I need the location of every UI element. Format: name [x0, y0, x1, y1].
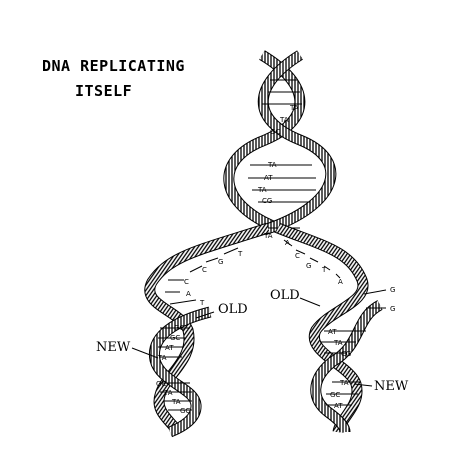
base-label: G [306, 262, 311, 270]
title-line-1: DNA REPLICATING [42, 57, 185, 75]
base-pair-label: AT [264, 174, 273, 182]
base-label: T [199, 299, 205, 307]
title-line-2: ITSELF [75, 82, 133, 100]
base-pair-label: TA [171, 398, 181, 406]
base-label: C [202, 266, 207, 274]
base-label: G [390, 305, 395, 313]
base-pair-label: CG [262, 197, 272, 205]
label-old-left: OLD [218, 302, 248, 317]
left-fork-rungs [165, 247, 239, 305]
base-pair-label: TA [157, 354, 167, 362]
base-pair-label: TA [163, 389, 173, 397]
base-pair-label: TA [263, 232, 273, 240]
parent-base-pair-labels: TA TA GC TA AT TA CG TA [257, 104, 299, 240]
base-pair-label: AT [165, 344, 174, 352]
label-old-right: OLD [270, 288, 300, 303]
base-pair-label: GC [270, 128, 280, 136]
base-pair-label: TA [279, 116, 289, 124]
base-pair-label: TA [267, 161, 277, 169]
base-pair-label: GC [156, 380, 166, 388]
left-daughter-helix [144, 222, 270, 438]
base-pair-label: TA [339, 379, 349, 387]
base-pair-label: TA [333, 339, 343, 347]
label-new-right: NEW [374, 379, 409, 394]
base-label: C [184, 278, 189, 286]
base-pair-label: GC [180, 407, 190, 415]
left-daughter-base-pair-labels: GC GC AT TA GC TA TA GC [156, 324, 190, 415]
left-fork-base-labels: G T C C A T [184, 250, 243, 307]
parent-helix [223, 50, 337, 236]
base-label: T [237, 250, 243, 258]
callout-leaders [131, 297, 373, 387]
right-fork-rungs [283, 239, 387, 309]
parent-rungs [248, 79, 316, 229]
right-daughter-helix [275, 222, 387, 434]
right-daughter-rungs [320, 330, 366, 406]
base-pair-label: GC [174, 324, 184, 332]
base-label: A [285, 239, 290, 247]
right-daughter-base-pair-labels: AT TA CG TA GC AT [328, 328, 351, 410]
base-pair-label: GC [170, 334, 180, 342]
right-fork-base-labels: A C G T A G G [285, 239, 395, 313]
left-daughter-rungs [158, 327, 192, 411]
base-label: C [295, 252, 300, 260]
base-label: G [390, 286, 395, 294]
base-label: A [338, 278, 343, 286]
base-pair-label: AT [334, 402, 343, 410]
base-label: A [186, 290, 191, 298]
label-new-left: NEW [96, 340, 131, 355]
base-label: T [321, 266, 327, 274]
base-pair-label: AT [328, 328, 337, 336]
base-pair-label: TA [289, 104, 299, 112]
base-pair-label: GC [330, 391, 340, 399]
base-pair-label: CG [341, 350, 351, 358]
base-label: G [218, 258, 223, 266]
base-pair-label: TA [257, 186, 267, 194]
